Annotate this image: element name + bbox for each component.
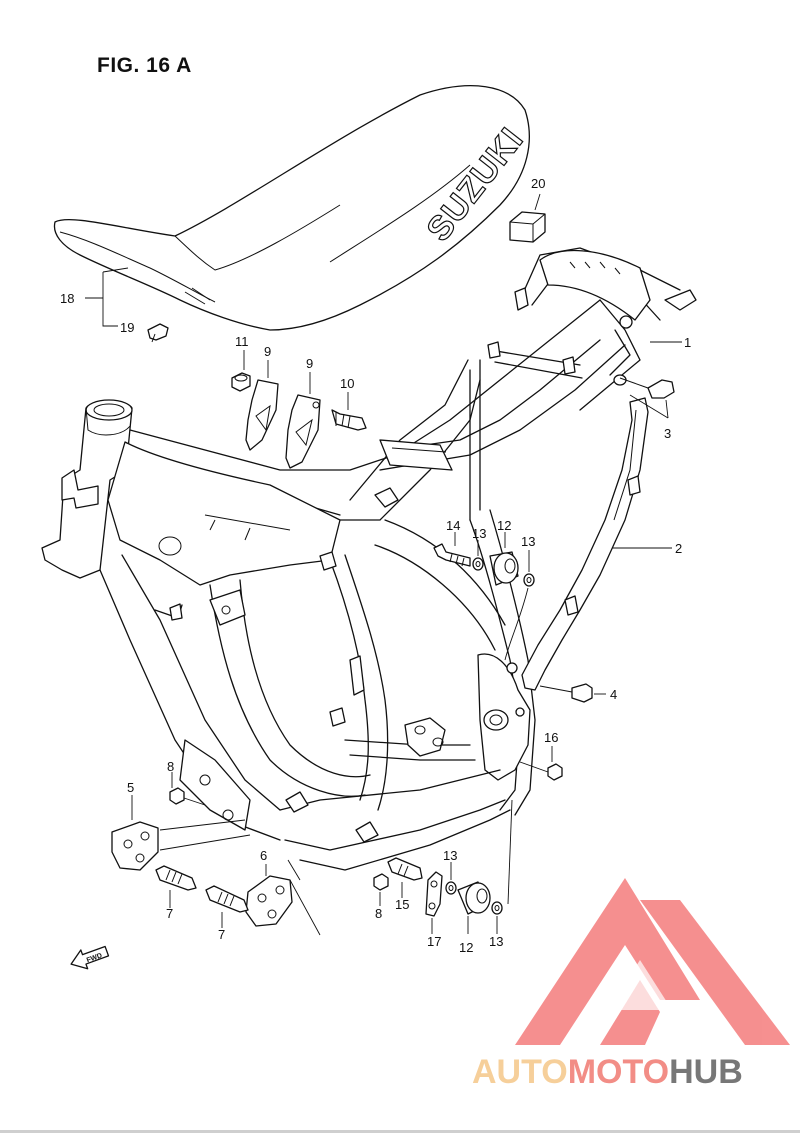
- washer-13a: [472, 557, 484, 571]
- watermark-logo: [515, 878, 790, 1045]
- callout-10: 10: [340, 376, 354, 391]
- bushing-12b: [457, 881, 491, 915]
- svg-text:AUTOMOTOHUB: AUTOMOTOHUB: [472, 1053, 743, 1091]
- callout-2: 2: [675, 541, 682, 556]
- callout-6: 6: [260, 848, 267, 863]
- washer-13b: [523, 573, 535, 587]
- callout-8b: 8: [375, 906, 382, 921]
- callout-5: 5: [127, 780, 134, 795]
- bolt-7a: [155, 865, 197, 891]
- washer-13c: [445, 881, 457, 895]
- seat-grommet: [147, 323, 169, 343]
- bolt-7b: [205, 885, 249, 913]
- callout-20: 20: [531, 176, 545, 191]
- callout-12b: 12: [459, 940, 473, 955]
- callout-11: 11: [235, 334, 249, 349]
- bracket-17: [425, 871, 443, 917]
- fwd-arrow: FWD: [70, 945, 110, 970]
- nut-16: [547, 763, 563, 781]
- cushion-block: [509, 211, 546, 243]
- callout-9a: 9: [264, 344, 271, 359]
- bracket-9b: [285, 394, 321, 469]
- watermark-moto: MOTO: [568, 1053, 669, 1091]
- washer-13d: [491, 901, 503, 915]
- callout-1: 1: [684, 335, 691, 350]
- bracket-6: [245, 875, 293, 927]
- callout-9b: 9: [306, 356, 313, 371]
- bolt-14: [433, 543, 471, 567]
- bolt-3: [619, 377, 675, 399]
- callout-3: 3: [664, 426, 671, 441]
- callout-13b: 13: [521, 534, 535, 549]
- main-frame: [41, 247, 697, 871]
- bolt-15: [387, 857, 423, 881]
- watermark-auto: AUTO: [472, 1053, 568, 1091]
- bolt-10: [331, 409, 367, 431]
- watermark-hub: HUB: [669, 1053, 743, 1091]
- callout-12a: 12: [497, 518, 511, 533]
- callout-15: 15: [395, 897, 409, 912]
- figure-title: FIG. 16 A: [97, 54, 192, 77]
- callout-13d: 13: [489, 934, 503, 949]
- rear-subframe: [521, 397, 649, 691]
- callout-16: 16: [544, 730, 558, 745]
- callout-4: 4: [610, 687, 617, 702]
- callout-7a: 7: [166, 906, 173, 921]
- bracket-9a: [245, 379, 279, 451]
- bracket-5: [111, 821, 159, 871]
- bushing-12a: [489, 551, 519, 586]
- callout-17: 17: [427, 934, 441, 949]
- callout-18: 18: [60, 291, 74, 306]
- callout-14: 14: [446, 518, 460, 533]
- callout-19: 19: [120, 320, 134, 335]
- callout-13a: 13: [472, 526, 486, 541]
- seat: SUZUKI: [53, 85, 532, 331]
- callout-13c: 13: [443, 848, 457, 863]
- bolt-4: [539, 683, 593, 703]
- nut-11: [231, 372, 251, 392]
- page-bottom-border: [0, 1130, 800, 1133]
- callout-7b: 7: [218, 927, 225, 942]
- callout-8a: 8: [167, 759, 174, 774]
- nut-8a: [169, 787, 185, 805]
- nut-8b: [373, 873, 389, 891]
